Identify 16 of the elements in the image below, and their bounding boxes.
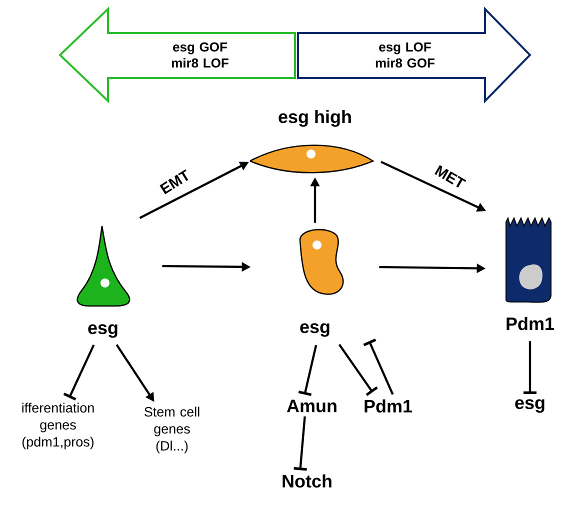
edge-label: MET [432,163,468,191]
edge-label: EMT [157,168,193,196]
gene-label: Pdm1 [364,399,412,413]
cell-label: esg [88,324,118,338]
cell-label: esg [300,323,330,337]
gene-label: Amun [286,400,336,412]
arrow [338,344,378,396]
arrow [363,338,394,395]
gene-label: ifferentiation genes (pdm1,pros) [22,402,94,450]
arrow [524,341,536,394]
cell-label: esg high [278,110,351,127]
gene-label: Stem cell genes (Dl...) [144,406,200,454]
cell-label: Pdm1 [506,316,554,330]
gene-label: esg [515,399,544,413]
arrow [294,416,307,471]
gene-label: Notch [282,474,332,488]
